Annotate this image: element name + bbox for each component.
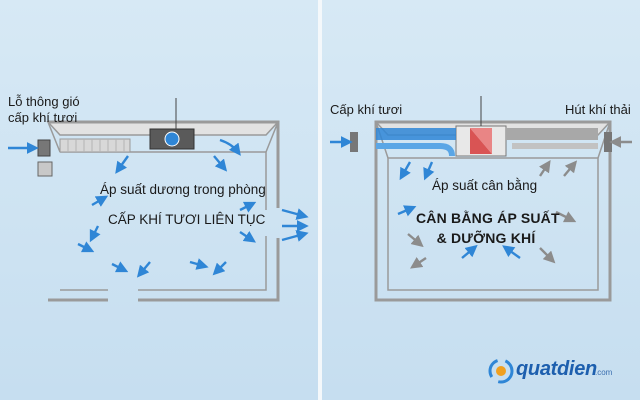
right-exhaust-arrows (407, 136, 632, 269)
right-fresh-arrows (330, 136, 521, 259)
logo-domain: .com (595, 368, 613, 377)
right-vents (350, 132, 612, 152)
right-pressure-label: Áp suất cân bằng (432, 178, 538, 193)
left-panel (0, 0, 318, 400)
erv-unit (455, 96, 507, 157)
quatdien-logo: quatdien .com (488, 354, 638, 386)
panel-divider (318, 0, 322, 400)
fan-unit (149, 98, 195, 150)
right-main-line2: & DƯỠNG KHÍ (436, 230, 536, 246)
supply-duct (376, 128, 456, 157)
logo-name: quatdien (516, 358, 597, 380)
vent-label-line1: Lỗ thông gió (8, 94, 80, 109)
right-exhaust-label: Hút khí thải (565, 102, 631, 117)
right-main-line1: CÂN BẰNG ÁP SUẤT (416, 210, 560, 226)
left-pressure-label: Áp suất dương trong phòng (100, 182, 266, 197)
right-supply-label: Cấp khí tươi (330, 102, 403, 117)
exhaust-duct (506, 128, 598, 149)
left-airflow-arrows (8, 138, 309, 278)
fresh-air-vent (37, 139, 53, 177)
left-supply-label: CẤP KHÍ TƯƠI LIÊN TỤC (108, 212, 266, 227)
vent-label-line2: cấp khí tươi (8, 110, 78, 125)
flex-duct (59, 138, 131, 153)
logo-swirl-icon (488, 358, 514, 384)
